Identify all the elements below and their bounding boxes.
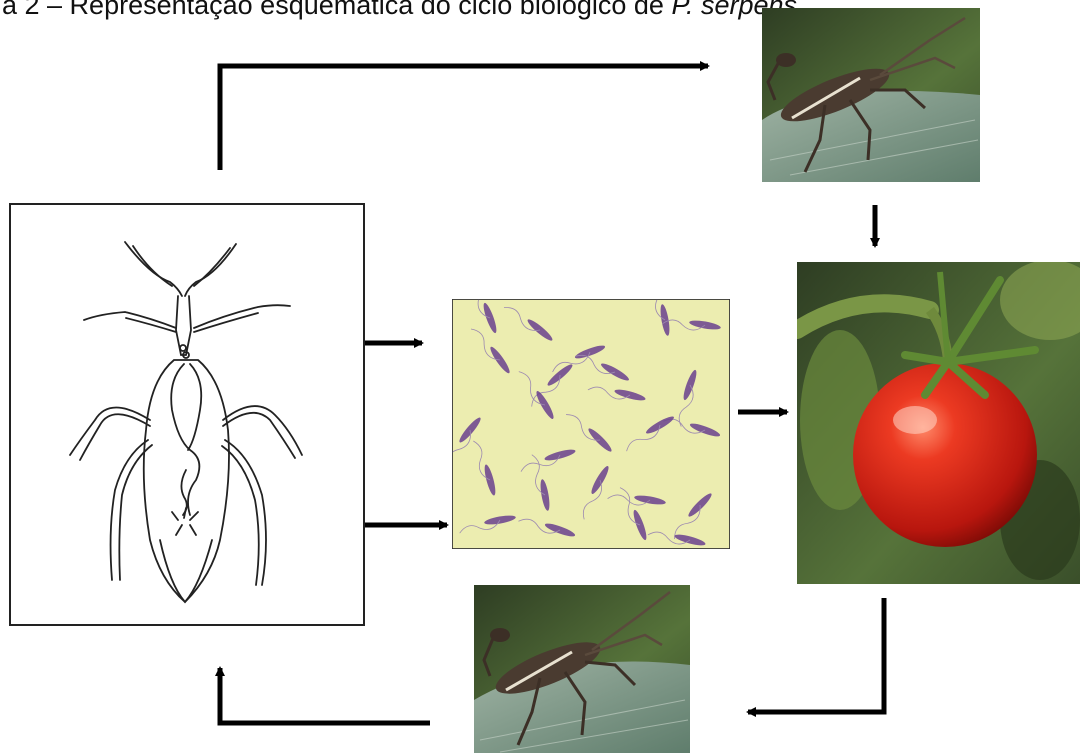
arrow-bottom-bug-to-diagram — [220, 668, 430, 723]
arrow-diagram-to-top-bug — [220, 66, 708, 170]
leaf-footed-bug-photo-top — [762, 8, 980, 182]
arrow-tomato-to-bottom-bug — [748, 598, 884, 712]
insect-anatomy-drawing — [10, 204, 364, 625]
tomato-fruit-photo — [797, 260, 1080, 584]
flagellate-parasites-micrograph — [443, 279, 730, 549]
leaf-footed-bug-photo-bottom — [474, 585, 690, 753]
